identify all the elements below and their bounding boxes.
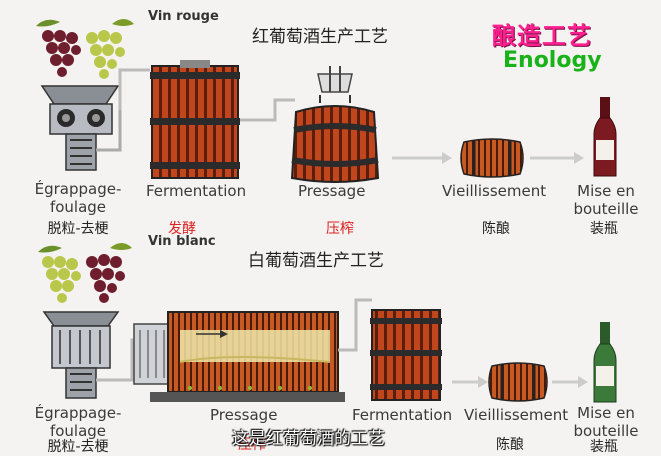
- red-step-4-cn: 陈酿: [482, 221, 510, 237]
- white-horizontal-press-icon: [133, 311, 345, 402]
- red-aging-barrel-icon: [460, 138, 524, 178]
- enology-badge-chinese: 酿造工艺: [492, 22, 592, 50]
- red-process-name: Vin rouge: [148, 9, 219, 24]
- red-step-1-label: Égrappage-foulage: [34, 180, 122, 216]
- white-arrow-to-barrel: [452, 376, 488, 388]
- white-step-5-cn: 装瓶: [590, 439, 618, 455]
- red-press-icon: [290, 66, 380, 183]
- white-step-2-label: Pressage: [210, 406, 278, 424]
- white-arrow-to-bottle: [552, 376, 588, 388]
- white-aging-barrel-icon: [488, 362, 548, 402]
- white-crusher-icon: [42, 311, 120, 399]
- white-step-1-label: Égrappage-foulage: [34, 404, 122, 440]
- red-step-1-cn: 脱粒-去梗: [47, 221, 109, 237]
- white-step-4-cn: 陈酿: [496, 437, 524, 453]
- video-subtitle: 这是红葡萄酒的工艺: [232, 429, 385, 449]
- white-fermentation-vat-icon: [370, 309, 442, 401]
- red-step-5-cn: 装瓶: [590, 221, 618, 237]
- white-process-name: Vin blanc: [148, 234, 216, 249]
- red-wine-bottle-icon: [593, 97, 617, 177]
- enology-badge-english: Enology: [503, 48, 602, 73]
- white-step-2-cn: 压榨: [238, 437, 266, 453]
- red-arrow-to-bottle: [530, 152, 584, 164]
- red-crusher-icon: [40, 85, 122, 171]
- red-step-2-label: Fermentation: [146, 182, 247, 200]
- white-wine-bottle-icon: [593, 322, 617, 403]
- red-step-3-cn: 压榨: [326, 221, 354, 237]
- red-grapes-icon: [36, 19, 134, 79]
- red-step-3-label: Pressage: [298, 182, 366, 200]
- white-step-3-label: Fermentation: [352, 406, 453, 424]
- red-process-title: 红葡萄酒生产工艺: [252, 27, 388, 47]
- white-process-title: 白葡萄酒生产工艺: [248, 251, 384, 271]
- white-grapes-icon: [38, 243, 132, 303]
- red-fermentation-vat-icon: [150, 60, 240, 179]
- white-step-1-cn: 脱粒-去梗: [47, 439, 109, 455]
- white-step-4-label: Vieillissement: [464, 406, 569, 424]
- red-step-2-cn: 发酵: [168, 221, 196, 237]
- red-step-4-label: Vieillissement: [442, 182, 547, 200]
- red-arrow-to-barrel: [392, 152, 452, 164]
